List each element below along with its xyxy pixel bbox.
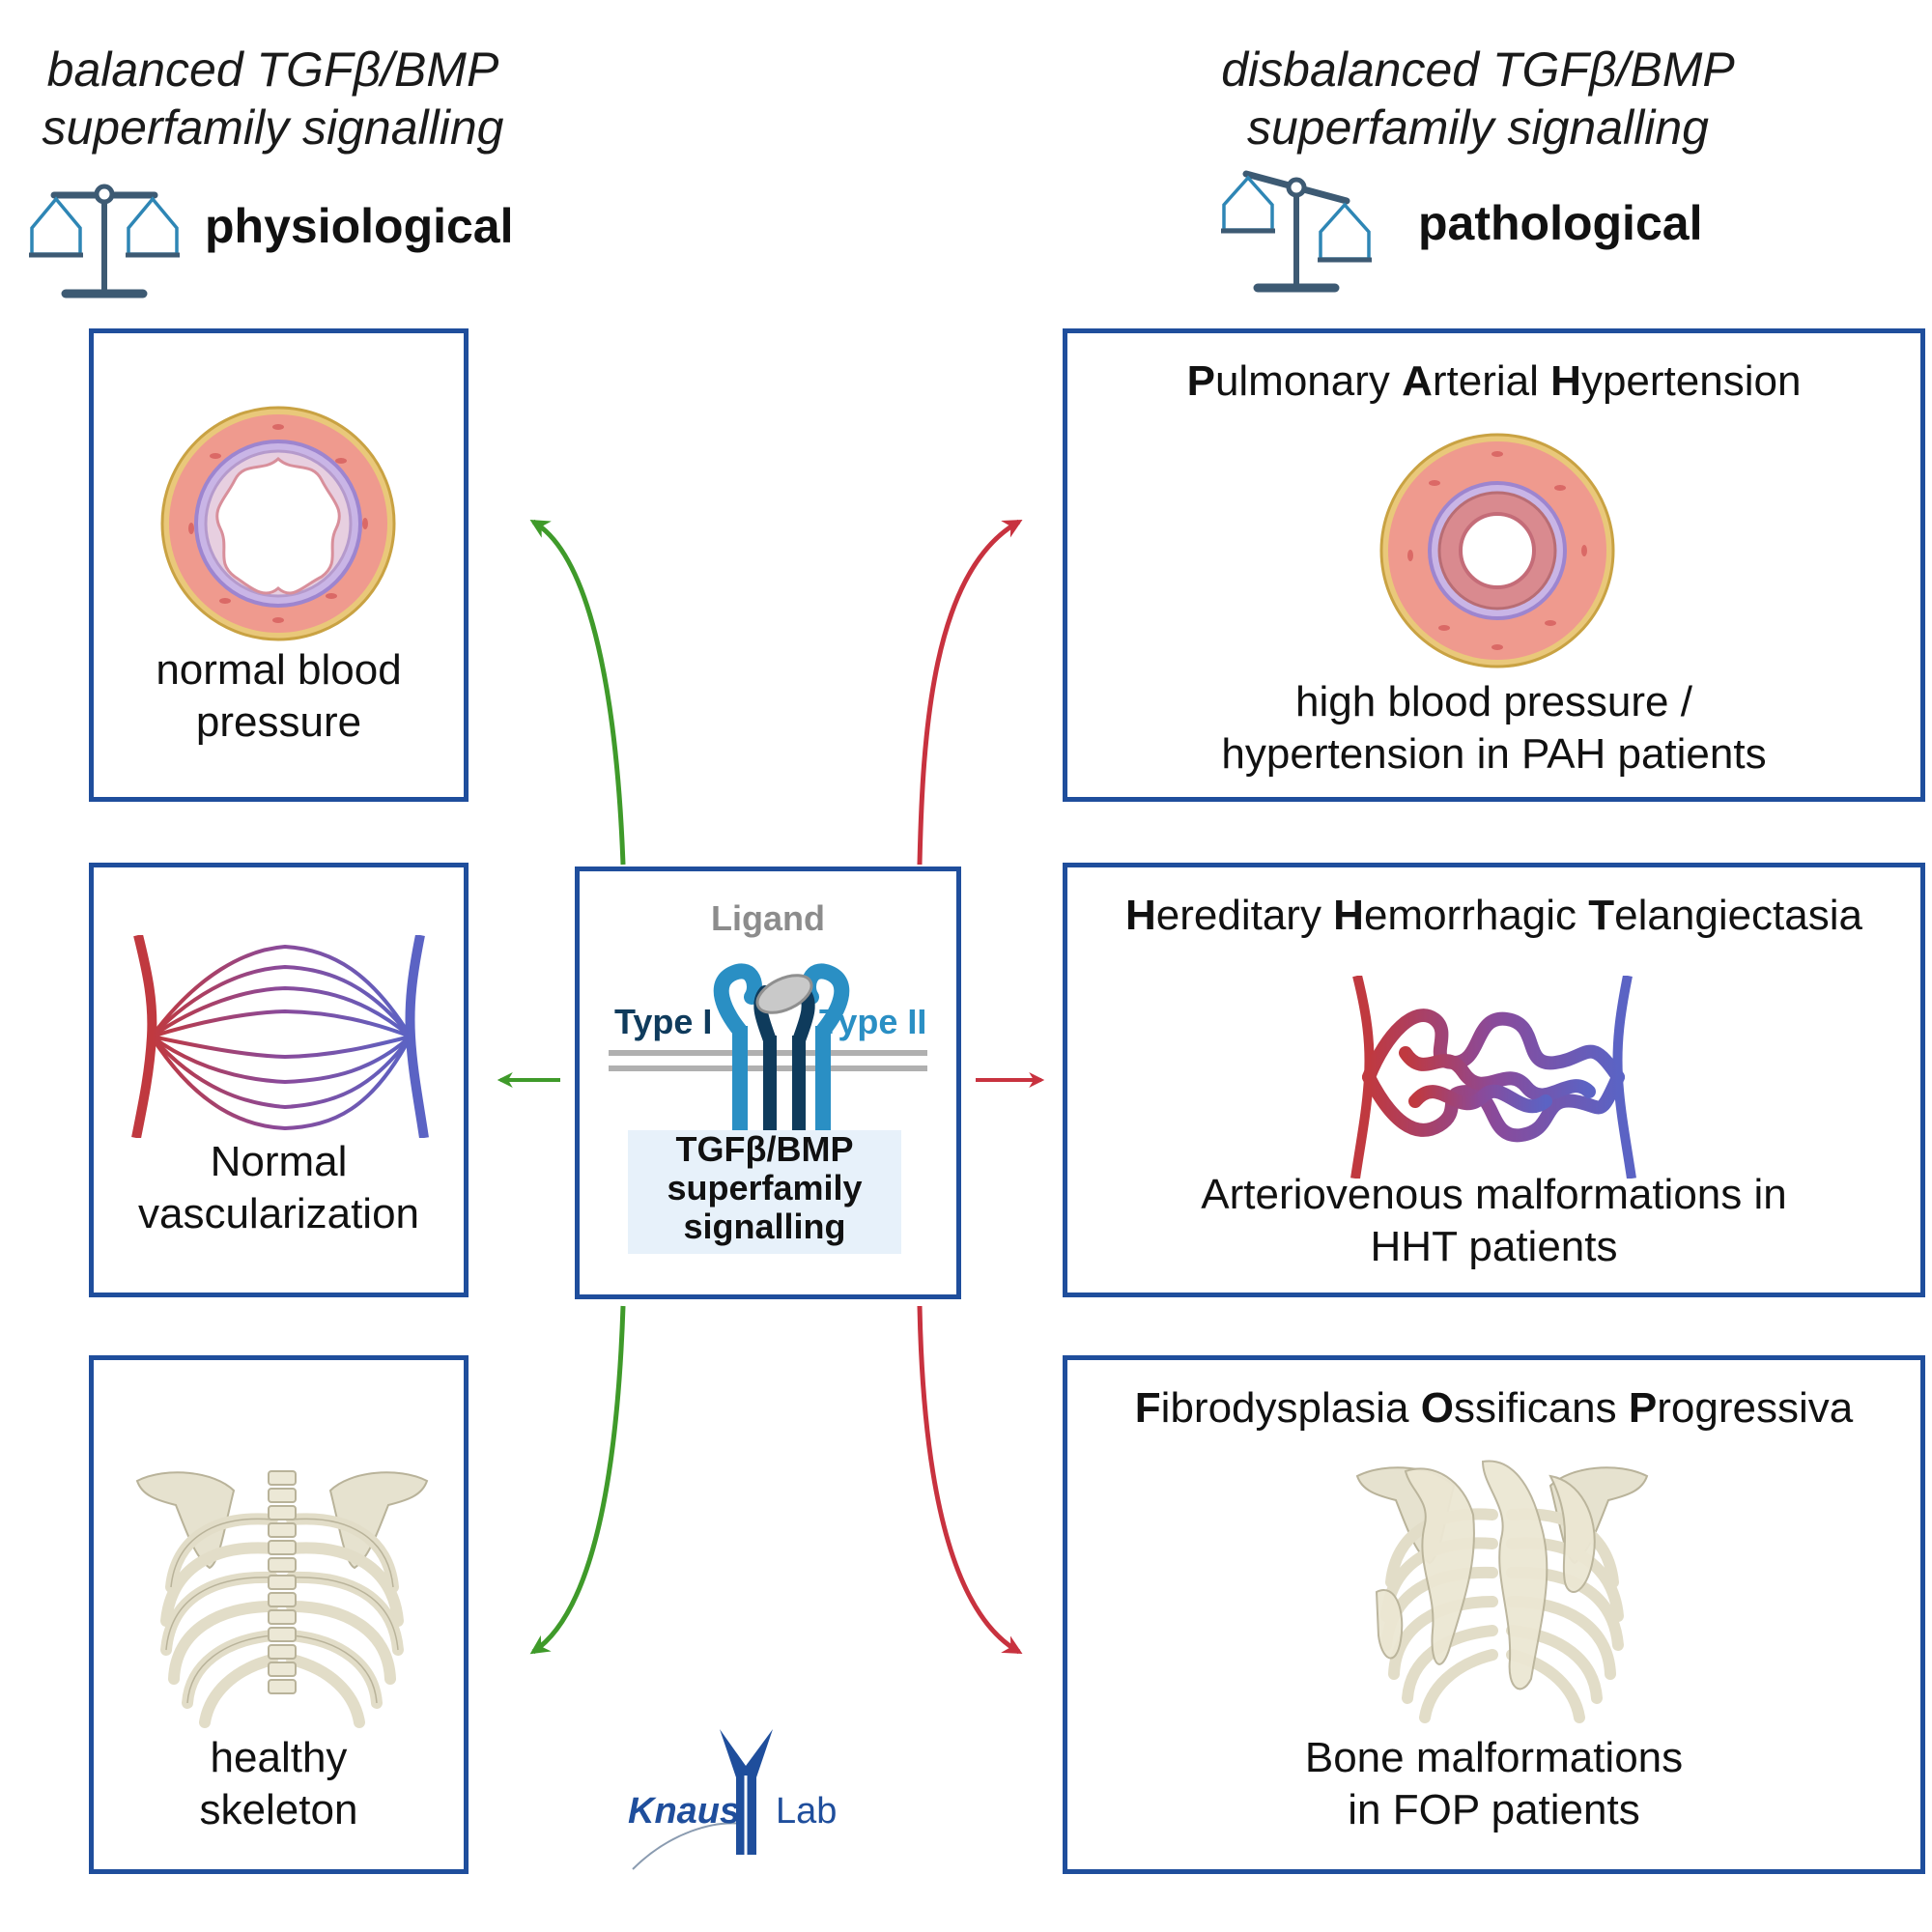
- left-heading-line1: balanced TGFβ/BMP: [46, 43, 499, 97]
- signalling-center-box: Ligand Type I Type II TGFβ/BMP superfami…: [575, 867, 961, 1299]
- title-rest: emorrhagic: [1363, 892, 1589, 939]
- right-heading-line2: superfamily signalling: [1246, 100, 1709, 155]
- title-rest: ulmonary: [1214, 357, 1403, 405]
- caption-line1: Normal: [210, 1138, 348, 1185]
- title-rest: ssificans: [1453, 1384, 1629, 1432]
- title-rest: rterial: [1432, 357, 1551, 405]
- normal-blood-pressure-box: normal blood pressure: [89, 328, 469, 802]
- hht-box: Hereditary Hemorrhagic Telangiectasia Ar…: [1063, 863, 1925, 1297]
- title-initial: P: [1628, 1384, 1658, 1432]
- arrow-to-blood-pressure: [529, 519, 626, 866]
- fop-caption: Bone malformations in FOP patients: [1067, 1732, 1920, 1836]
- logo-knaus-text: Knaus: [628, 1791, 740, 1832]
- right-heading-line1: disbalanced TGFβ/BMP: [1221, 43, 1735, 97]
- title-rest: ibrodysplasia: [1160, 1384, 1421, 1432]
- title-initial: H: [1124, 892, 1156, 939]
- left-heading: balanced TGFβ/BMP superfamily signalling: [0, 41, 546, 156]
- pah-caption: high blood pressure / hypertension in PA…: [1067, 676, 1920, 781]
- title-initial: T: [1588, 892, 1615, 939]
- title-rest: elangiectasia: [1614, 892, 1863, 939]
- right-state-label: pathological: [1418, 196, 1703, 250]
- vessel-cross-section-icon: [160, 406, 396, 641]
- signalling-line3: signalling: [683, 1207, 846, 1246]
- title-rest: ypertension: [1580, 357, 1802, 405]
- normal-vascularization-box: Normal vascularization: [89, 863, 469, 1297]
- arrow-to-fop: [917, 1305, 1023, 1655]
- ligand-label: Ligand: [711, 898, 825, 938]
- ribcage-icon: [135, 1470, 429, 1728]
- arrow-to-pah: [917, 519, 1023, 866]
- hht-title: Hereditary Hemorrhagic Telangiectasia: [1067, 892, 1920, 940]
- receptor-complex-icon: [609, 963, 927, 1137]
- tilted-balance-scale-icon: [1221, 170, 1372, 293]
- type-i-label: Type I: [614, 1002, 713, 1041]
- capillary-network-icon: [131, 935, 429, 1138]
- title-initial: O: [1420, 1384, 1454, 1432]
- caption-line2: vascularization: [137, 1190, 420, 1237]
- signalling-line2: superfamily: [667, 1168, 863, 1208]
- caption-line1: Arteriovenous malformations in: [1201, 1171, 1787, 1218]
- fop-title: Fibrodysplasia Ossificans Progressiva: [1067, 1384, 1920, 1433]
- signalling-line1: TGFβ/BMP: [675, 1129, 854, 1169]
- signalling-text: TGFβ/BMP superfamily signalling: [628, 1130, 901, 1246]
- caption-line2: pressure: [195, 698, 362, 746]
- pah-title: Pulmonary Arterial Hypertension: [1067, 357, 1920, 406]
- title-initial: A: [1402, 357, 1433, 405]
- malformed-vessel-icon: [1350, 976, 1636, 1179]
- fop-box: Fibrodysplasia Ossificans Progressiva Bo…: [1063, 1355, 1925, 1874]
- title-initial: P: [1186, 357, 1215, 405]
- right-heading: disbalanced TGFβ/BMP superfamily signall…: [1179, 41, 1777, 156]
- pah-box: Pulmonary Arterial Hypertension high blo…: [1063, 328, 1925, 802]
- caption-line1: high blood pressure /: [1295, 678, 1692, 725]
- healthy-skeleton-box: healthy skeleton: [89, 1355, 469, 1874]
- caption-line2: hypertension in PAH patients: [1221, 730, 1767, 778]
- normal-vascularization-caption: Normal vascularization: [94, 1136, 464, 1240]
- knaus-lab-logo: Knaus Lab: [628, 1729, 837, 1870]
- caption-line1: normal blood: [156, 646, 402, 694]
- caption-line2: in FOP patients: [1348, 1786, 1640, 1833]
- normal-blood-pressure-caption: normal blood pressure: [94, 644, 464, 749]
- caption-line1: healthy: [210, 1734, 348, 1781]
- caption-line2: skeleton: [199, 1786, 358, 1833]
- title-initial: F: [1134, 1384, 1161, 1432]
- logo-lab-text: Lab: [776, 1791, 837, 1832]
- title-rest: rogressiva: [1657, 1384, 1854, 1432]
- caption-line1: Bone malformations: [1304, 1734, 1684, 1781]
- thickened-vessel-icon: [1379, 433, 1615, 668]
- arrow-to-skeleton: [529, 1305, 626, 1655]
- hht-caption: Arteriovenous malformations in HHT patie…: [1067, 1169, 1920, 1273]
- balance-scale-icon: [29, 184, 180, 298]
- left-heading-line2: superfamily signalling: [42, 100, 504, 155]
- title-rest: ereditary: [1155, 892, 1334, 939]
- healthy-skeleton-caption: healthy skeleton: [94, 1732, 464, 1836]
- caption-line2: HHT patients: [1370, 1223, 1618, 1270]
- title-initial: H: [1333, 892, 1364, 939]
- malformed-ribcage-icon: [1355, 1460, 1649, 1723]
- left-state-label: physiological: [205, 199, 514, 253]
- title-initial: H: [1550, 357, 1581, 405]
- signalling-text-panel: [628, 1130, 901, 1254]
